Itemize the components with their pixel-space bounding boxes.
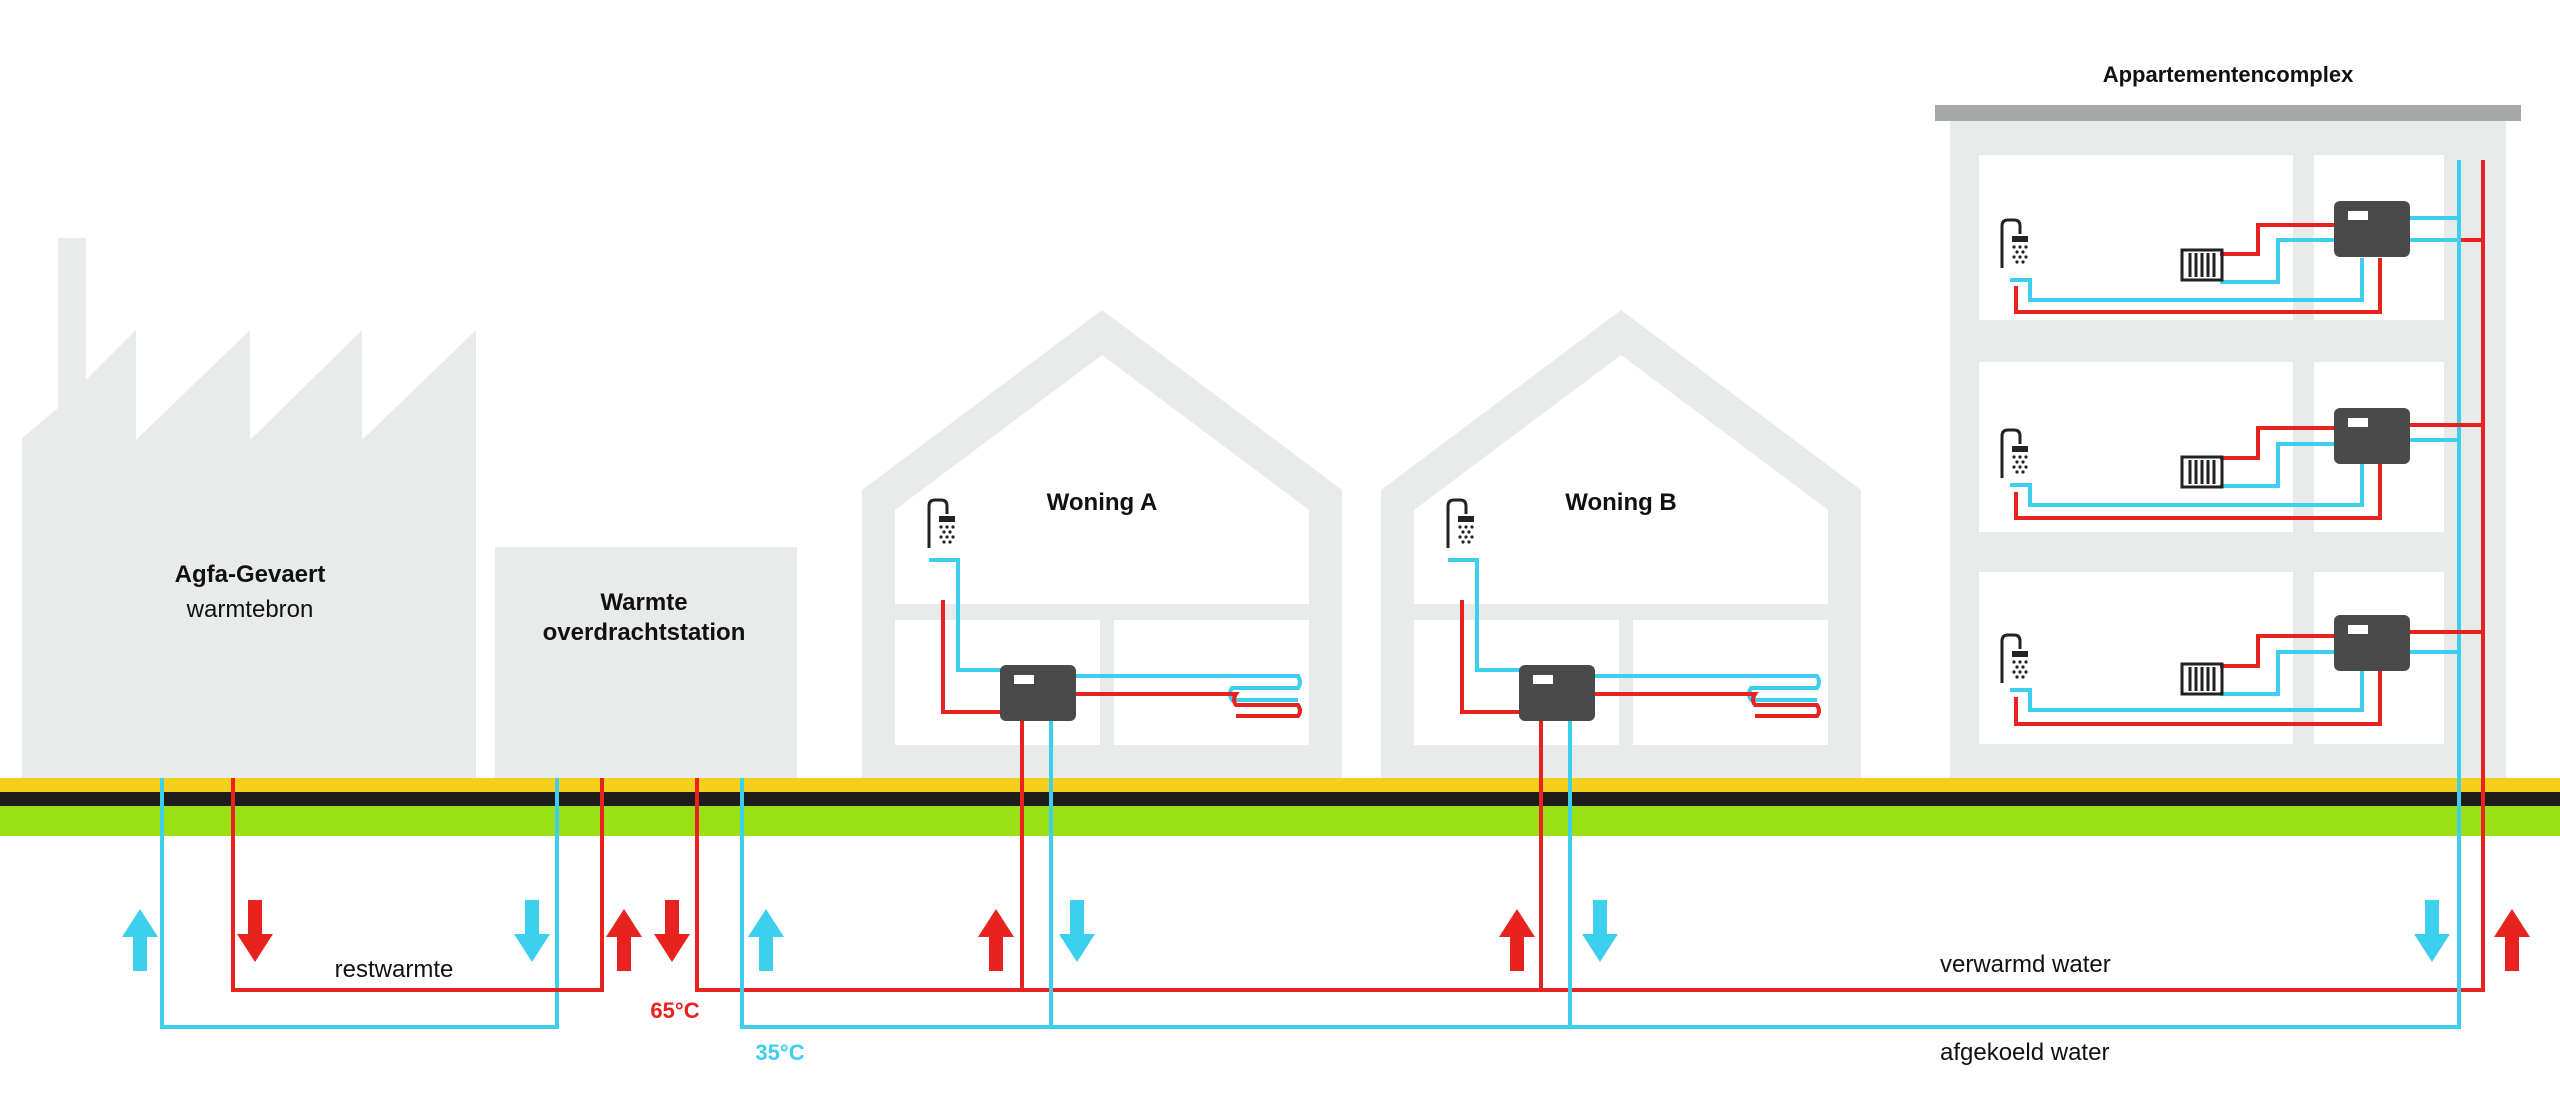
house-a-label: Woning A: [1047, 489, 1158, 516]
arrow-up-icon: [122, 909, 158, 971]
heat-exchanger-unit-icon: [2334, 408, 2410, 464]
main-cold-return: [740, 160, 2461, 1029]
ground-layers: [0, 778, 2560, 836]
restwarmte-label: restwarmte: [335, 956, 454, 983]
house-b-label: Woning B: [1565, 489, 1677, 516]
arrow-up-icon: [606, 909, 642, 971]
heat-exchanger-unit-icon: [2334, 615, 2410, 671]
temp-cold-label: 35°C: [755, 1040, 804, 1065]
arrow-down-icon: [654, 900, 690, 962]
arrow-up-icon: [978, 909, 1014, 971]
arrow-down-icon: [1582, 900, 1618, 962]
apartment-label: Appartementencomplex: [2103, 62, 2354, 87]
arrow-down-icon: [2414, 900, 2450, 962]
house-b: [1381, 310, 1861, 792]
afgekoeld-water-label: afgekoeld water: [1940, 1039, 2109, 1066]
temp-hot-label: 65°C: [650, 998, 699, 1023]
heat-exchanger-unit-icon: [2334, 201, 2410, 257]
arrow-up-icon: [1499, 909, 1535, 971]
station-label-line2: overdrachtstation: [543, 619, 746, 646]
restwarmte-cold-loop: [160, 778, 559, 1029]
house-a: [862, 310, 1342, 792]
pipe-network: [160, 160, 2485, 1029]
arrow-up-icon: [2494, 909, 2530, 971]
main-hot-supply: [695, 160, 2485, 992]
arrow-down-icon: [514, 900, 550, 962]
factory-building: [22, 238, 476, 778]
heat-exchanger-unit-icon: [1000, 665, 1076, 721]
arrow-up-icon: [748, 909, 784, 971]
arrow-down-icon: [1059, 900, 1095, 962]
apartment-building: [1935, 105, 2521, 792]
source-name-label: Agfa-Gevaert: [175, 561, 326, 588]
source-sub-label: warmtebron: [186, 596, 314, 623]
heat-exchanger-unit-icon: [1519, 665, 1595, 721]
arrow-down-icon: [237, 900, 273, 962]
verwarmd-water-label: verwarmd water: [1940, 951, 2111, 978]
restwarmte-hot-loop: [231, 778, 604, 992]
transfer-station-building: [495, 547, 797, 778]
station-label-line1: Warmte: [600, 589, 687, 616]
